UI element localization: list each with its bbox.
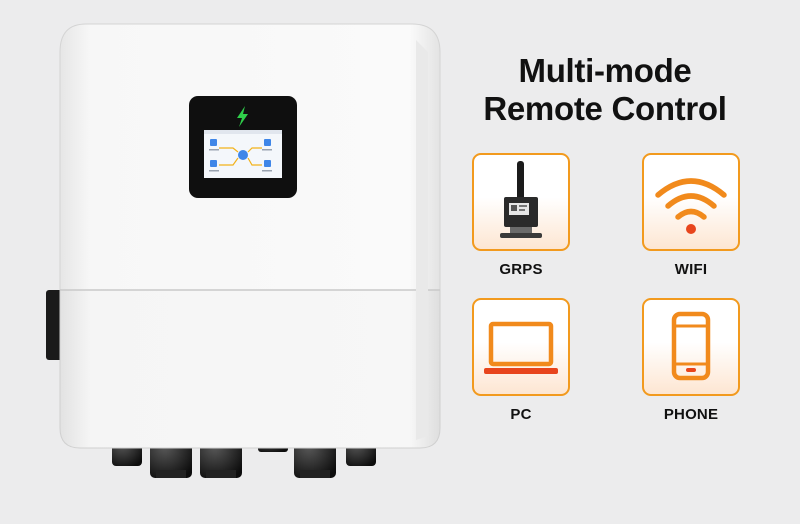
feature-label-phone: PHONE xyxy=(663,406,719,423)
feature-label-grps: GRPS xyxy=(499,261,543,278)
headline: Multi-mode Remote Control xyxy=(440,52,770,128)
wifi-icon xyxy=(655,178,727,234)
phone-icon xyxy=(671,311,711,381)
headline-line-1: Multi-mode xyxy=(518,52,692,89)
laptop-icon xyxy=(484,321,558,374)
lightning-icon xyxy=(237,106,248,127)
feature-label-pc: PC xyxy=(510,406,532,423)
feature-tile-grps xyxy=(472,153,570,251)
gprs-dongle-icon xyxy=(500,161,542,238)
feature-tile-phone xyxy=(642,298,740,396)
headline-line-2: Remote Control xyxy=(483,90,727,127)
feature-tile-pc xyxy=(472,298,570,396)
feature-label-wifi: WIFI xyxy=(674,261,708,278)
hybrid-inverter-image xyxy=(46,23,441,478)
feature-tile-wifi xyxy=(642,153,740,251)
